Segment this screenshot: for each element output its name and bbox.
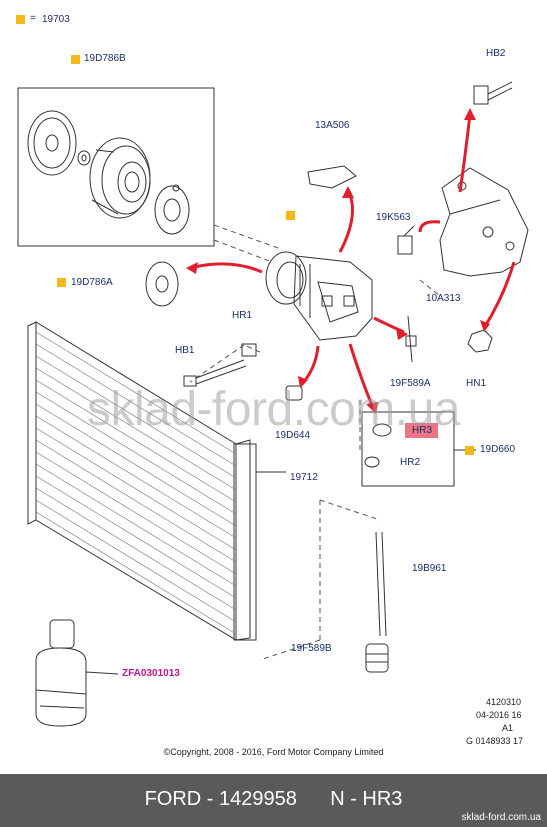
copyright-text: ©Copyright, 2008 - 2016, Ford Motor Comp… — [163, 747, 384, 757]
meta-line-2: 04-2016 16 — [476, 710, 522, 720]
label-zfa0301013: ZFA0301013 — [122, 668, 180, 679]
compressor-part — [265, 251, 373, 341]
meta-line-4: G 0148933 17 — [466, 736, 524, 746]
part-13a506 — [307, 165, 357, 189]
condenser-part — [27, 321, 286, 641]
mounting-bracket-part — [439, 167, 529, 277]
clutch-spacer-part — [77, 150, 91, 166]
bolt-hr1-part — [241, 343, 257, 357]
clutch-plate-part — [27, 110, 77, 176]
clutch-inset-box — [17, 87, 215, 247]
key-box-19d786a — [57, 278, 66, 287]
valve-19f589a-part — [405, 315, 417, 363]
label-13a506: 13A506 — [315, 120, 350, 131]
clutch-pulley-part — [89, 137, 151, 219]
label-hn1: HN1 — [466, 378, 487, 389]
footer-title: FORD - 1429958 N - HR3 — [144, 788, 403, 810]
label-19d786b: 19D786B — [84, 53, 126, 64]
arrow-to-hb2 — [458, 113, 472, 193]
legend-symbol: = — [30, 13, 36, 24]
bolt-hb1-part — [183, 359, 247, 387]
key-box-compressor — [286, 211, 295, 220]
legend-part-label: 19703 — [42, 14, 70, 25]
cap-19d644-part — [285, 385, 303, 401]
label-19k563: 19K563 — [376, 212, 411, 223]
ac-system-diagram — [17, 81, 529, 727]
arrow-to-13a506 — [338, 189, 354, 253]
highlight-hr3 — [405, 423, 438, 438]
label-10a313: 10A313 — [426, 293, 461, 304]
label-19d786a: 19D786A — [71, 277, 113, 288]
direction-arrows — [189, 113, 516, 411]
nut-hn1-part — [467, 329, 493, 353]
cover-19d786a-part — [145, 261, 179, 307]
label-19b961: 19B961 — [412, 563, 447, 574]
footer-bar: FORD - 1429958 N - HR3 sklad-ford.com.ua — [0, 774, 547, 827]
arrow-to-hn1 — [482, 261, 516, 329]
label-19f589a: 19F589A — [390, 378, 431, 389]
label-hb2: HB2 — [486, 48, 506, 59]
clutch-coil-part — [154, 184, 190, 235]
label-hr1: HR1 — [232, 310, 253, 321]
legend-key-box — [16, 15, 25, 24]
plug-19f589b-part — [365, 643, 389, 673]
arrow-bracket — [418, 220, 441, 233]
arrow-to-19d644 — [300, 345, 320, 385]
bolt-hb2-part — [473, 81, 513, 105]
arrow-heads — [186, 108, 490, 414]
key-box-19d660 — [465, 446, 474, 455]
o-ring-hr3 — [372, 423, 392, 437]
filter-19b961-part — [375, 531, 387, 637]
arrow-to-19d786a — [189, 262, 263, 274]
o-ring-hr2 — [364, 456, 380, 468]
label-19f589b: 19F589B — [291, 643, 332, 654]
meta-line-1: 4120310 — [486, 697, 522, 707]
label-19d644: 19D644 — [275, 430, 311, 441]
label-19712: 19712 — [290, 472, 318, 483]
label-hb1: HB1 — [175, 345, 195, 356]
key-box-19d786b — [71, 55, 80, 64]
label-hr2: HR2 — [400, 457, 421, 468]
watermark: sklad-ford.com.ua — [87, 383, 461, 436]
meta-line-3: A1 — [502, 723, 514, 733]
valve-19k563-part — [397, 225, 415, 255]
label-hr3: HR3 — [412, 425, 433, 436]
label-19d660: 19D660 — [480, 444, 516, 455]
footer-site[interactable]: sklad-ford.com.ua — [461, 812, 541, 823]
seal-kit-box — [361, 411, 455, 487]
refrigerant-bottle-part — [35, 619, 119, 727]
